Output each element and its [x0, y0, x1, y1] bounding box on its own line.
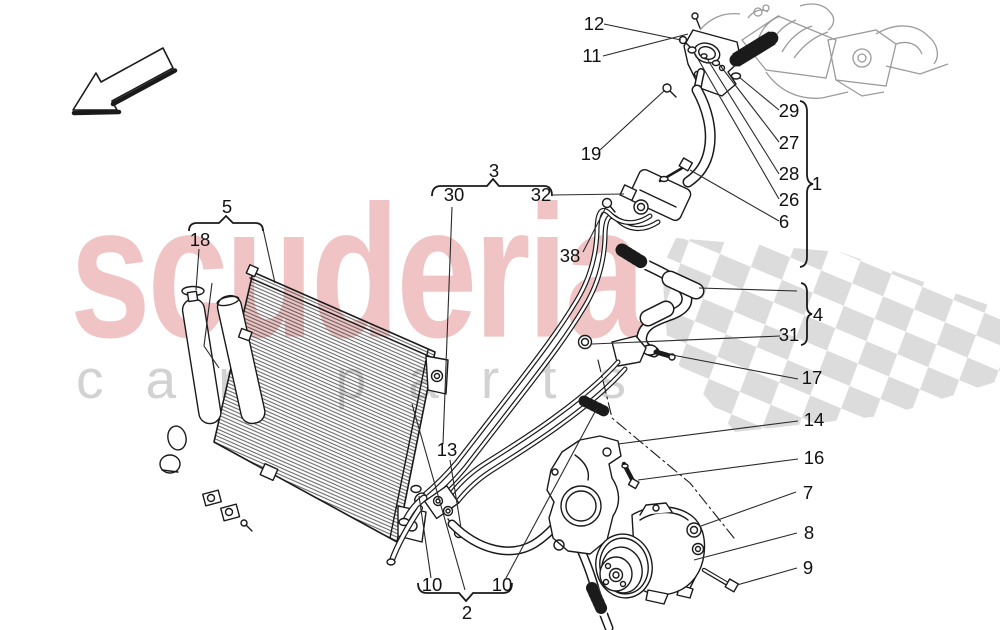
condenser-core	[213, 264, 449, 543]
part-label-7: 7	[803, 482, 813, 503]
part-label-5: 5	[222, 196, 232, 217]
part-label-38: 38	[560, 245, 581, 266]
part-label-3: 3	[489, 160, 499, 181]
part-label-30: 30	[444, 184, 465, 205]
part-label-10-left: 10	[422, 574, 443, 595]
part-label-6: 6	[779, 211, 789, 232]
leader-lines	[195, 23, 799, 591]
part-label-26: 26	[779, 189, 800, 210]
bolt-9	[701, 567, 740, 593]
part-label-8: 8	[804, 522, 814, 543]
direction-arrow-icon	[71, 47, 178, 116]
part-label-27: 27	[779, 132, 800, 153]
part-label-16: 16	[804, 447, 825, 468]
part-label-12: 12	[584, 13, 605, 34]
group-brackets	[188, 100, 814, 603]
part-label-11: 11	[582, 45, 601, 66]
suction-hose	[682, 68, 716, 188]
brace-4	[800, 282, 813, 346]
part-label-4: 4	[813, 304, 823, 325]
part-label-9: 9	[803, 557, 813, 578]
part-label-10-right: 10	[492, 574, 513, 595]
part-label-13: 13	[437, 439, 458, 460]
condenser-outlet-fittings	[202, 489, 253, 532]
engine-sketch	[699, 3, 949, 99]
pipe-clamp	[577, 334, 676, 367]
bracket-3	[431, 177, 553, 197]
part-label-29: 29	[779, 100, 800, 121]
compressor	[595, 461, 740, 605]
condenser-left-tank	[216, 294, 266, 425]
centerline	[597, 359, 735, 539]
part-label-14: 14	[804, 409, 825, 430]
part-label-17: 17	[802, 367, 823, 388]
receiver-drier	[159, 285, 222, 474]
part-label-32: 32	[531, 184, 552, 205]
part-label-18: 18	[190, 229, 211, 250]
pipe-pair-lower	[451, 362, 625, 501]
part-label-31: 31	[779, 324, 800, 345]
part-label-19: 19	[581, 143, 602, 164]
flex-hose	[729, 31, 779, 67]
checkered-flag-watermark	[662, 238, 1000, 432]
part-label-28: 28	[779, 163, 800, 184]
compressor-pulley	[595, 533, 653, 599]
expansion-valve	[601, 157, 694, 221]
mounting-bracket	[546, 435, 622, 555]
bracket-2	[417, 582, 513, 603]
part-label-2: 2	[462, 602, 472, 623]
brace-1	[799, 100, 814, 268]
part-label-1: 1	[812, 173, 822, 194]
bracket-5	[188, 214, 264, 232]
bolt-16	[621, 461, 640, 490]
